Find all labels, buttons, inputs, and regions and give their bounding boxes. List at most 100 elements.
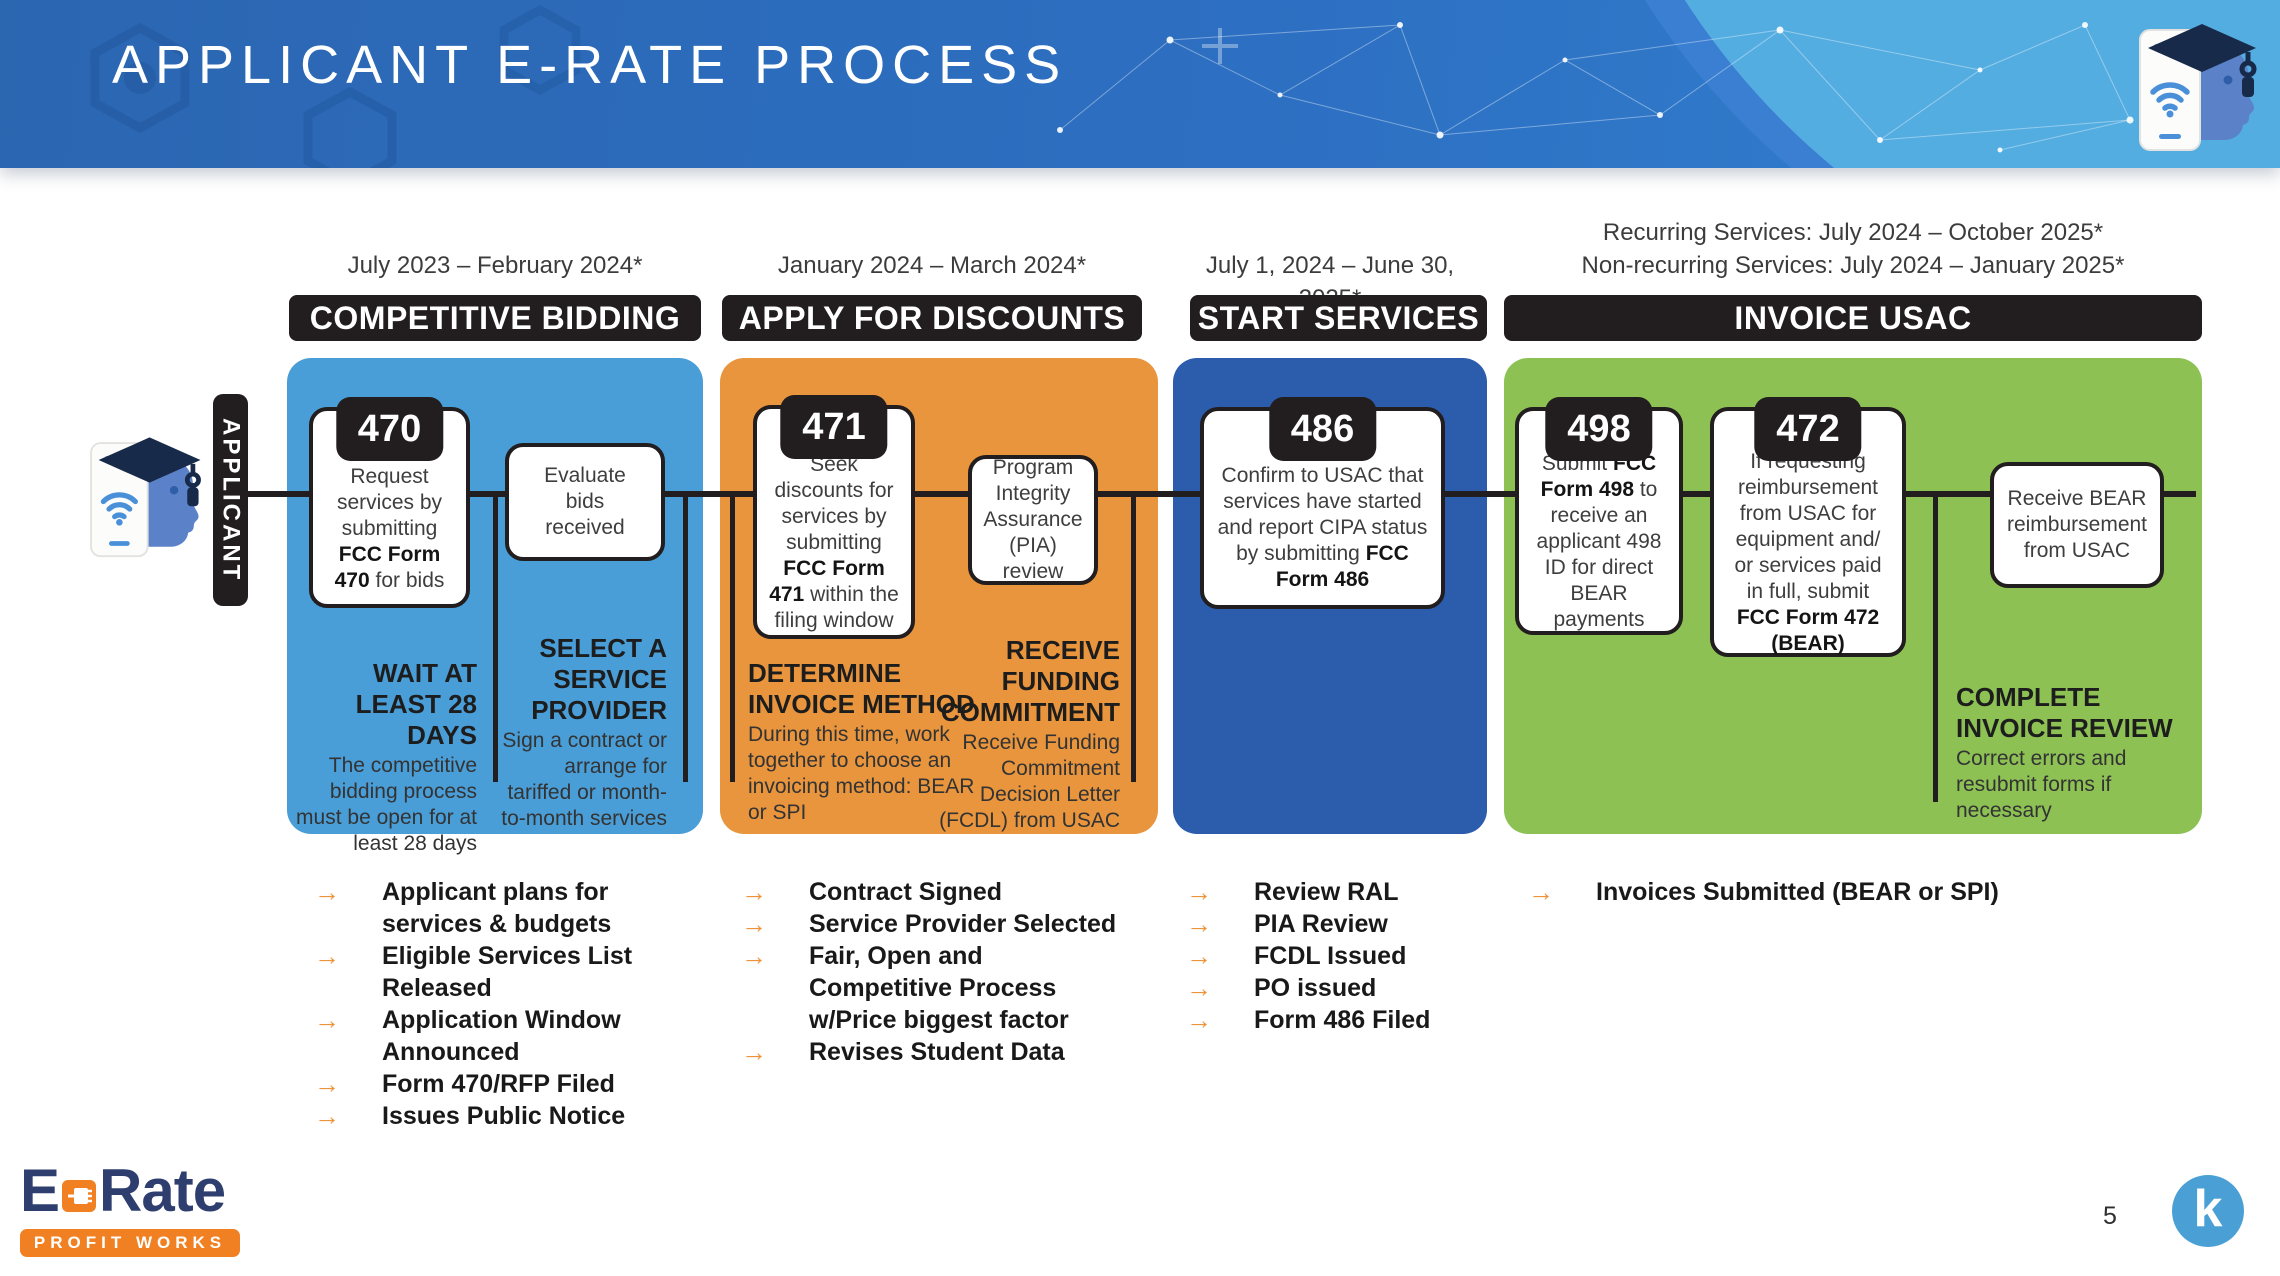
sublabel-receive-funding-commitment: RECEIVE FUNDING COMMITMENT Receive Fundi… xyxy=(930,635,1120,834)
list-item-label: Contract Signed xyxy=(809,878,1003,906)
checklist-start-services: → Review RAL → PIA Review → FCDL Issued→PO is… xyxy=(1186,876,1514,1036)
sublabel-wait-28-days: WAIT AT LEAST 28 DAYS The competitive bi… xyxy=(287,658,477,857)
checklist-competitive-bidding: →Applicant plans for services & budgets→… xyxy=(314,876,634,1132)
sublabel-complete-invoice-review: COMPLETE INVOICE REVIEW Correct errors a… xyxy=(1956,682,2178,824)
form-card-498: 498 Submit FCC Form 498 to receive an ap… xyxy=(1515,397,1683,635)
list-item-label: FCDL Issued xyxy=(1254,942,1407,970)
arrow-icon: → xyxy=(314,941,340,971)
sublabel-select-provider: SELECT A SERVICE PROVIDER Sign a contrac… xyxy=(500,633,667,832)
form-card-472: 472 If requesting reimbursement from USA… xyxy=(1710,397,1906,657)
list-item: → Eligible Services List Released xyxy=(314,940,634,1004)
arrow-icon: → xyxy=(1186,1005,1212,1035)
divider-line xyxy=(1933,494,1938,802)
divider-line xyxy=(730,494,735,782)
arrow-icon: → xyxy=(741,909,767,939)
list-item-label: Revises Student Data xyxy=(809,1038,1065,1066)
arrow-icon: → xyxy=(314,877,340,907)
arrow-icon: → xyxy=(741,1037,767,1067)
list-item: → PIA Review xyxy=(1186,908,1514,940)
checklist-invoice-usac: → Invoices Submitted (BEAR or SPI) xyxy=(1528,876,2036,908)
form-card-486: 486 Confirm to USAC that services have s… xyxy=(1200,397,1445,609)
list-item: → Revises Student Data xyxy=(741,1036,1131,1068)
form-card-471: 471 Seek discounts for services by submi… xyxy=(753,395,915,639)
list-item: →Application Window Announced xyxy=(314,1004,634,1068)
erate-logo-rate: Rate xyxy=(99,1157,226,1224)
form-card-pia-review: Program Integrity Assurance (PIA) review xyxy=(968,455,1098,585)
list-item-label: Form 470/RFP Filed xyxy=(382,1070,615,1098)
divider-line xyxy=(493,494,498,782)
phone-graduate-icon xyxy=(2124,8,2264,160)
sublabel-heading: DETERMINE INVOICE METHOD xyxy=(748,658,975,719)
list-item-label: Eligible Services List Released xyxy=(382,942,633,1002)
list-item-label: Service Provider Selected xyxy=(809,910,1117,938)
form-number-badge: 486 xyxy=(1268,397,1377,461)
page-title: APPLICANT E-RATE PROCESS xyxy=(112,35,1068,95)
constellation-pattern xyxy=(1057,22,2134,153)
divider-line xyxy=(683,494,688,782)
sublabel-heading: SELECT A SERVICE PROVIDER xyxy=(531,633,667,725)
list-item-label: Form 486 Filed xyxy=(1254,1006,1431,1034)
sublabel-body: During this time, work together to choos… xyxy=(748,723,975,824)
checklist-apply-for-discounts: → Contract Signed → Service Provider Select… xyxy=(741,876,1131,1068)
card-text: Request services by submitting FCC Form … xyxy=(334,464,445,592)
list-item: →PO issued xyxy=(1186,972,1514,1004)
form-card-470: 470 Request services by submitting FCC F… xyxy=(309,397,470,608)
list-item-label: Invoices Submitted (BEAR or SPI) xyxy=(1596,878,1999,906)
card-text: Program Integrity Assurance (PIA) review xyxy=(983,456,1083,583)
form-number-badge: 498 xyxy=(1545,397,1653,461)
card-text: Evaluate bids received xyxy=(544,464,626,539)
sublabel-body: Sign a contract or arrange for tariffed … xyxy=(501,729,667,830)
sublabel-heading: RECEIVE FUNDING COMMITMENT xyxy=(940,635,1120,727)
list-item-label: PIA Review xyxy=(1254,910,1388,938)
phase-date-apply-for-discounts: January 2024 – March 2024* xyxy=(777,252,1087,279)
list-item-label: Applicant plans for services & budgets xyxy=(382,878,612,938)
list-item-label: PO issued xyxy=(1254,974,1377,1002)
list-item: → FCDL Issued xyxy=(1186,940,1514,972)
divider-line xyxy=(1131,494,1136,782)
sublabel-body: Receive Funding Commitment Decision Lett… xyxy=(939,731,1120,832)
sublabel-determine-invoice-method: DETERMINE INVOICE METHOD During this tim… xyxy=(748,658,988,826)
list-item: → Form 486 Filed xyxy=(1186,1004,1514,1036)
list-item-label: Review RAL xyxy=(1254,878,1399,906)
k-logo: k xyxy=(2172,1175,2244,1247)
header-banner: APPLICANT E-RATE PROCESS xyxy=(0,0,2280,168)
list-item: → Issues Public Notice xyxy=(314,1100,634,1132)
arrow-icon: → xyxy=(1186,941,1212,971)
card-text: If requesting reimbursement from USAC fo… xyxy=(1734,450,1882,655)
arrow-icon: → xyxy=(1186,909,1212,939)
sublabel-body: The competitive bidding process must be … xyxy=(296,754,477,855)
arrow-icon: → xyxy=(314,1101,340,1131)
list-item: → Fair, Open and Competitive Process w/Pr… xyxy=(741,940,1131,1036)
phase-header-apply-for-discounts: APPLY FOR DISCOUNTS xyxy=(722,295,1142,341)
arrow-icon: → xyxy=(1528,877,1554,907)
card-text: Submit FCC Form 498 to receive an applic… xyxy=(1536,452,1662,631)
sublabel-heading: COMPLETE INVOICE REVIEW xyxy=(1956,682,2173,743)
phase-header-competitive-bidding: COMPETITIVE BIDDING xyxy=(289,295,701,341)
sublabel-body: Correct errors and resubmit forms if nec… xyxy=(1956,747,2127,822)
applicant-phone-graduate-icon xyxy=(76,408,208,580)
list-item-label: Fair, Open and Competitive Process w/Pri… xyxy=(809,942,1069,1034)
form-card-bear-reimbursement: Receive BEAR reimbursement from USAC xyxy=(1990,462,2164,588)
form-number-badge: 472 xyxy=(1754,397,1862,461)
list-item-label: Issues Public Notice xyxy=(382,1102,626,1130)
form-number-badge: 470 xyxy=(335,397,444,461)
arrow-icon: → xyxy=(741,877,767,907)
list-item: → Contract Signed xyxy=(741,876,1131,908)
form-number-badge: 471 xyxy=(780,395,888,459)
list-item: →Form 470/RFP Filed xyxy=(314,1068,634,1100)
phase-header-invoice-usac: INVOICE USAC xyxy=(1504,295,2202,341)
page-number: 5 xyxy=(2103,1202,2117,1230)
arrow-icon: → xyxy=(741,941,767,971)
card-text: Confirm to USAC that services have start… xyxy=(1217,464,1428,591)
phase-header-start-services: START SERVICES xyxy=(1190,295,1487,341)
list-item-label: Application Window Announced xyxy=(382,1006,621,1066)
list-item: → Applicant plans for services & budgets xyxy=(314,876,634,940)
list-item: → Invoices Submitted (BEAR or SPI) xyxy=(1528,876,2036,908)
phase-date-invoice-usac: Recurring Services: July 2024 – October … xyxy=(1504,216,2202,282)
card-text: Seek discounts for services by submittin… xyxy=(769,453,899,632)
card-text: Receive BEAR reimbursement from USAC xyxy=(2006,487,2148,562)
phase-date-line: Recurring Services: July 2024 – October … xyxy=(1602,219,2104,246)
